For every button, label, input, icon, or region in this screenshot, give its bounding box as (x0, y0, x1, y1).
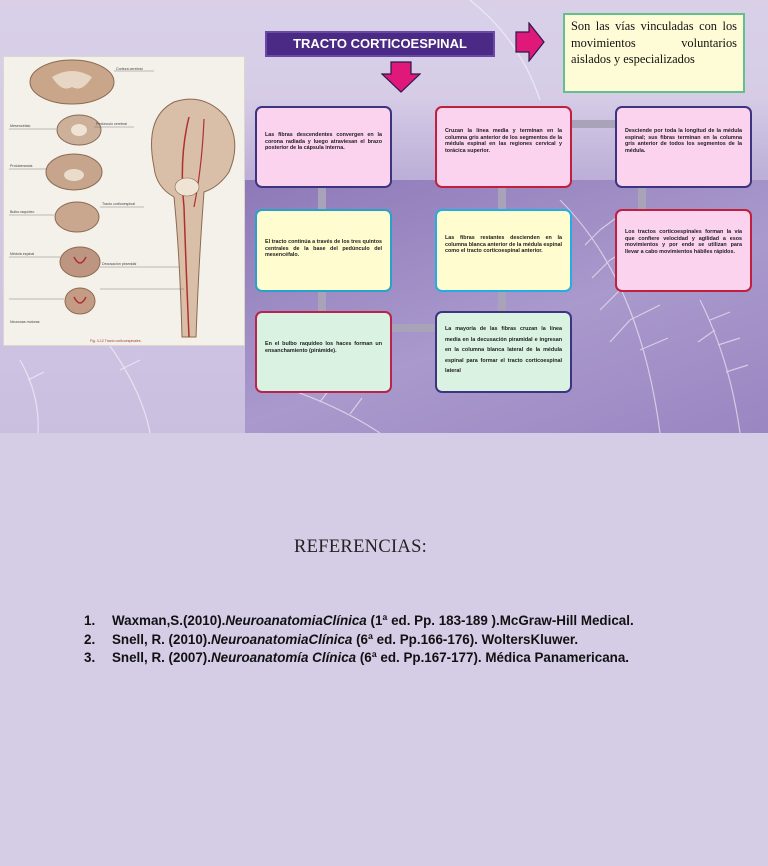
label-pedunculo: Pedúnculo cerebral (96, 122, 127, 126)
label-medula: Médula espinal (10, 252, 34, 256)
connector (638, 186, 646, 212)
connector (388, 324, 440, 332)
flow-box-movimientos: Los tractos corticoespinales forman la v… (615, 209, 752, 292)
connector (318, 186, 326, 212)
corticospinal-anatomy-figure: Corteza cerebral Mesencéfalo Protuberanc… (3, 56, 245, 346)
reference-item: 1.Waxman,S.(2010).NeuroanatomiaClínica (… (84, 613, 634, 628)
flow-box-bulbo: En el bulbo raquídeo los haces forman un… (255, 311, 392, 393)
slide-title: TRACTO CORTICOESPINAL (265, 31, 495, 57)
connector (568, 120, 620, 128)
reference-item: 3.Snell, R. (2007).Neuroanatomía Clínica… (84, 650, 629, 665)
flow-box-pedunculo: El tracto continúa a través de los tres … (255, 209, 392, 292)
figure-caption: Fig. 4-12 Tracto corticoespinales. (90, 339, 142, 343)
arrow-right-icon (515, 22, 545, 62)
label-decusacion: Decusación piramidal (102, 262, 137, 266)
flow-box-columna-gris: Cruzan la línea media y terminan en la c… (435, 106, 572, 188)
reference-item: 2.Snell, R. (2010).NeuroanatomiaClínica … (84, 631, 579, 647)
label-bulbo: Bulbo raquídeo (10, 210, 34, 214)
connector (318, 289, 326, 314)
label-protuberancia: Protuberancia (10, 164, 32, 168)
label-neuronas: Neuronas motoras (10, 320, 40, 324)
brain-illustration: Corteza cerebral Mesencéfalo Protuberanc… (9, 59, 236, 338)
connector (498, 186, 506, 212)
references-heading: REFERENCIAS: (294, 537, 428, 557)
flow-box-decusacion: La mayoría de las fibras cruzan la línea… (435, 311, 572, 393)
arrow-down-icon (381, 61, 421, 93)
slide: Corteza cerebral Mesencéfalo Protuberanc… (0, 0, 768, 433)
label-mesencefalo: Mesencéfalo (10, 124, 30, 128)
flow-box-medula: Desciende por toda la longitud de la méd… (615, 106, 752, 188)
flow-box-corona-radiada: Las fibras descendentes convergen en la … (255, 106, 392, 188)
flow-box-tracto-anterior: Las fibras restantes descienden en la co… (435, 209, 572, 292)
definition-note: Son las vías vinculadas con los movimien… (563, 13, 745, 93)
references-list: 1.Waxman,S.(2010).NeuroanatomiaClínica (… (84, 612, 744, 668)
connector (498, 289, 506, 314)
label-corteza: Corteza cerebral (116, 67, 143, 71)
label-tracto: Tracto corticoespinal (102, 202, 135, 206)
